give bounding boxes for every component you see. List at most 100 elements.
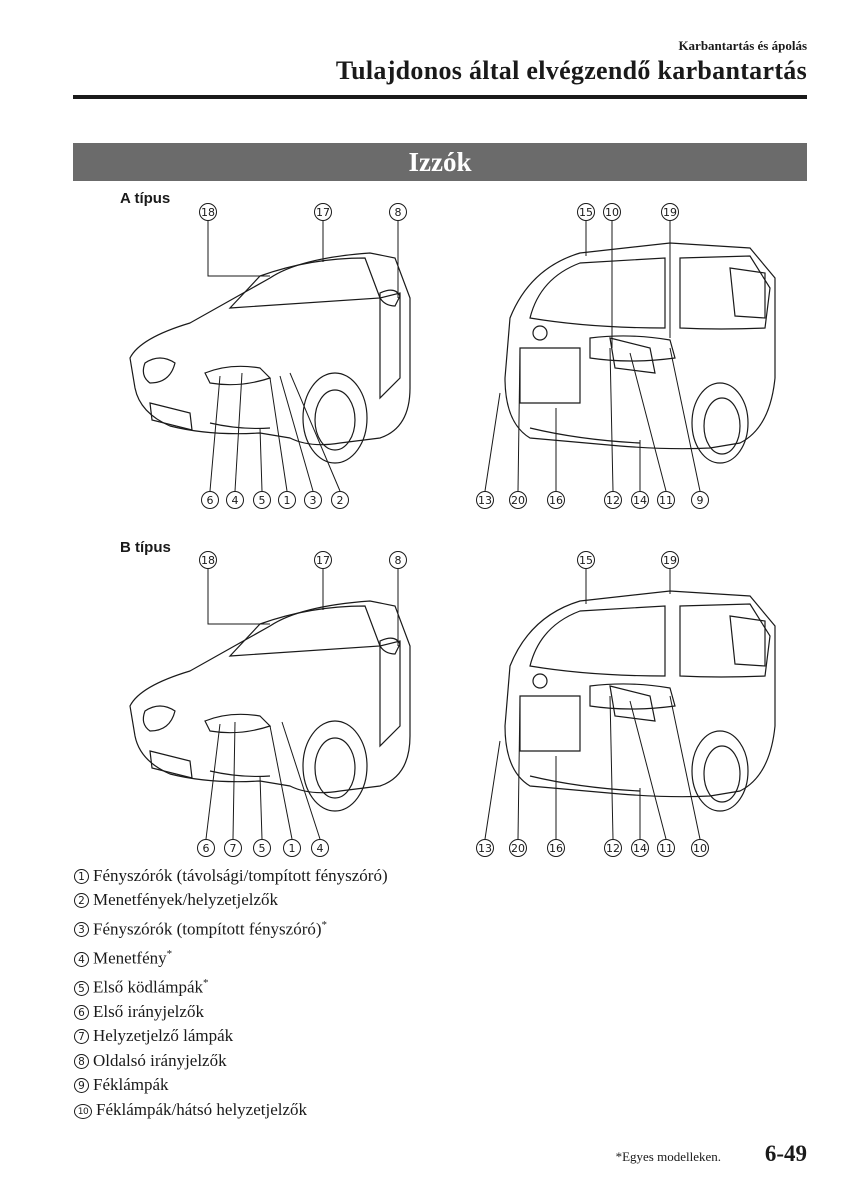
legend-number: 4 bbox=[74, 951, 89, 967]
svg-text:7: 7 bbox=[230, 842, 237, 855]
svg-text:18: 18 bbox=[201, 554, 215, 567]
callout-14: 14 bbox=[631, 839, 649, 857]
legend-text: Féklámpák/hátsó helyzetjelzők bbox=[96, 1099, 308, 1119]
svg-text:10: 10 bbox=[605, 206, 619, 219]
svg-text:9: 9 bbox=[697, 494, 704, 507]
legend-number: 8 bbox=[74, 1053, 89, 1069]
legend-text: Első ködlámpák bbox=[93, 977, 204, 997]
front-car-drawing bbox=[129, 252, 411, 464]
svg-text:19: 19 bbox=[663, 206, 677, 219]
svg-text:3: 3 bbox=[310, 494, 317, 507]
legend-number: 9 bbox=[74, 1078, 89, 1094]
legend-number: 10 bbox=[74, 1103, 92, 1119]
callout-14: 14 bbox=[631, 491, 649, 509]
legend-text: Menetfények/helyzetjelzők bbox=[93, 890, 279, 910]
callout-4: 4 bbox=[311, 839, 329, 857]
svg-text:18: 18 bbox=[201, 206, 215, 219]
svg-text:8: 8 bbox=[395, 554, 402, 567]
legend-text: Fényszórók (távolsági/tompított fényszór… bbox=[93, 866, 388, 885]
legend-number: 6 bbox=[74, 1005, 89, 1020]
callout-19: 19 bbox=[661, 203, 679, 221]
svg-text:6: 6 bbox=[203, 842, 210, 855]
svg-text:14: 14 bbox=[633, 494, 647, 507]
callout-1: 1 bbox=[283, 839, 301, 857]
svg-text:5: 5 bbox=[259, 842, 266, 855]
footnote-mark: * bbox=[321, 918, 328, 931]
callout-18: 18 bbox=[199, 551, 217, 569]
callout-16: 16 bbox=[547, 491, 565, 509]
callout-6: 6 bbox=[197, 839, 215, 857]
footnote-mark: * bbox=[203, 976, 209, 989]
page-title: Tulajdonos által elvégzendő karbantartás bbox=[335, 56, 807, 85]
legend-text: Oldalsó irányjelzők bbox=[93, 1050, 227, 1070]
callout-20: 20 bbox=[509, 491, 527, 509]
svg-text:14: 14 bbox=[633, 842, 647, 855]
svg-text:12: 12 bbox=[606, 842, 620, 855]
callout-2: 2 bbox=[331, 491, 349, 509]
svg-text:15: 15 bbox=[579, 206, 593, 219]
footnote-mark: * bbox=[166, 947, 173, 960]
callout-6: 6 bbox=[201, 491, 219, 509]
callout-5: 5 bbox=[253, 839, 271, 857]
callout-10: 10 bbox=[603, 203, 621, 221]
callout-11: 11 bbox=[657, 491, 675, 509]
rear-car-drawing bbox=[504, 242, 776, 464]
svg-text:17: 17 bbox=[316, 554, 330, 567]
legend-text: Első irányjelzők bbox=[93, 1002, 204, 1021]
bulb-legend: 1 Fényszórók (távolsági/tompított fényszó… bbox=[74, 864, 388, 1122]
svg-text:17: 17 bbox=[316, 206, 330, 219]
svg-text:13: 13 bbox=[478, 494, 492, 507]
section-label: Karbantartás és ápolás bbox=[678, 38, 807, 53]
svg-text:1: 1 bbox=[284, 494, 291, 507]
page-number: 6-49 bbox=[764, 1141, 807, 1166]
legend-text: Fényszórók (tompított fényszóró) bbox=[93, 919, 322, 939]
callout-12: 12 bbox=[604, 491, 622, 509]
legend-number: 5 bbox=[74, 980, 89, 996]
svg-text:4: 4 bbox=[232, 494, 239, 507]
callout-9: 9 bbox=[691, 491, 709, 509]
legend-number: 1 bbox=[74, 869, 89, 884]
callout-16: 16 bbox=[547, 839, 565, 857]
footnote: *Egyes modelleken. bbox=[615, 1149, 721, 1164]
svg-text:15: 15 bbox=[579, 554, 593, 567]
svg-text:11: 11 bbox=[659, 494, 673, 507]
legend-item: 6 Első irányjelzők bbox=[74, 1000, 388, 1024]
legend-text: Féklámpák bbox=[93, 1075, 169, 1095]
svg-text:6: 6 bbox=[207, 494, 214, 507]
callout-17: 17 bbox=[314, 203, 332, 221]
callout-12: 12 bbox=[604, 839, 622, 857]
callout-13: 13 bbox=[476, 839, 494, 857]
svg-text:20: 20 bbox=[511, 494, 525, 507]
callout-17: 17 bbox=[314, 551, 332, 569]
callout-4: 4 bbox=[226, 491, 244, 509]
svg-text:20: 20 bbox=[511, 842, 525, 855]
callout-8: 8 bbox=[389, 203, 407, 221]
callout-10: 10 bbox=[691, 839, 709, 857]
callout-18: 18 bbox=[199, 203, 217, 221]
callout-3: 3 bbox=[304, 491, 322, 509]
type-a-label: A típus bbox=[120, 190, 171, 207]
callout-19: 19 bbox=[661, 551, 679, 569]
callout-5: 5 bbox=[253, 491, 271, 509]
svg-text:2: 2 bbox=[337, 494, 344, 507]
callout-8: 8 bbox=[389, 551, 407, 569]
svg-text:12: 12 bbox=[606, 494, 620, 507]
legend-text: Helyzetjelző lámpák bbox=[93, 1026, 234, 1046]
rear-car-drawing bbox=[504, 590, 776, 812]
callout-7: 7 bbox=[224, 839, 242, 857]
svg-text:19: 19 bbox=[663, 554, 677, 567]
callout-20: 20 bbox=[509, 839, 527, 857]
svg-text:11: 11 bbox=[659, 842, 673, 855]
legend-item: 1 Fényszórók (távolsági/tompított fényszó… bbox=[74, 864, 388, 888]
svg-text:16: 16 bbox=[549, 842, 563, 855]
callout-15: 15 bbox=[577, 203, 595, 221]
legend-number: 2 bbox=[74, 893, 89, 909]
